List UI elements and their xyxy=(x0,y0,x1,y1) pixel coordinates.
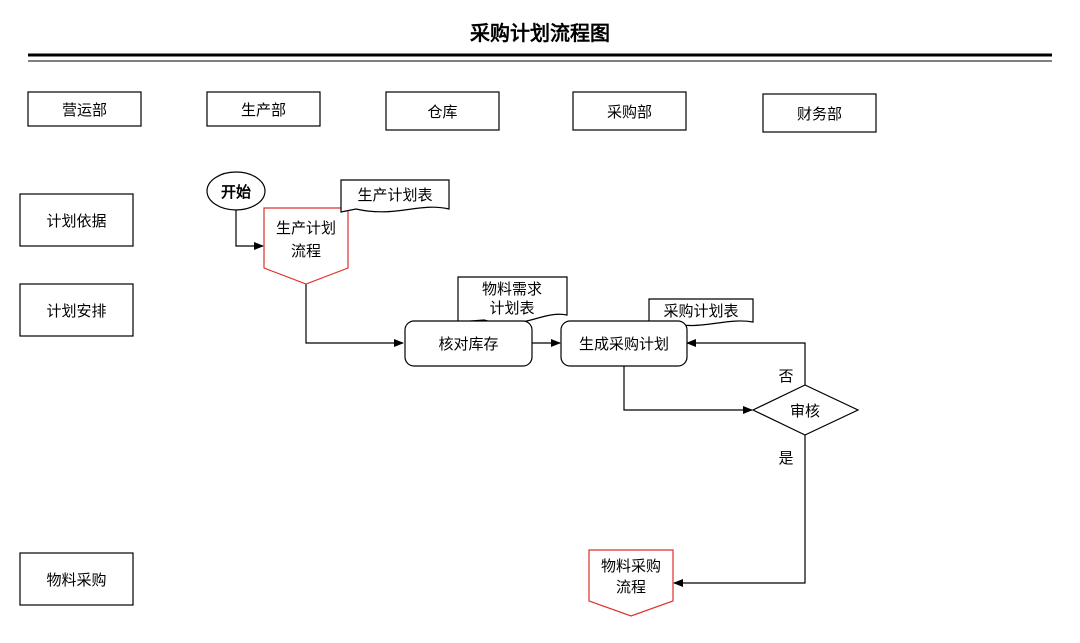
production-plan-document: 生产计划表 xyxy=(340,179,450,213)
connector-review-rejected xyxy=(686,339,806,385)
svg-text:生产计划表: 生产计划表 xyxy=(357,186,432,204)
stage-label-plan-basis: 计划依据 xyxy=(19,193,134,247)
svg-text:审核: 审核 xyxy=(790,402,820,420)
svg-text:采购部: 采购部 xyxy=(607,103,652,121)
edge-label-yes: 是 xyxy=(778,449,793,467)
connector-start-to-production-process xyxy=(235,210,264,250)
material-purchase-process-node: 物料采购 流程 xyxy=(588,549,674,617)
connector-production-to-check-inventory xyxy=(305,283,404,347)
svg-text:物料采购: 物料采购 xyxy=(46,571,106,589)
edge-label-no: 否 xyxy=(778,367,793,385)
svg-text:物料需求: 物料需求 xyxy=(482,280,542,298)
department-header-purchasing: 采购部 xyxy=(572,91,687,131)
svg-text:生成采购计划: 生成采购计划 xyxy=(579,335,669,353)
connector-review-approved xyxy=(673,435,806,587)
svg-text:流程: 流程 xyxy=(616,578,646,596)
svg-text:物料采购: 物料采购 xyxy=(601,557,661,575)
stage-label-material-purchase: 物料采购 xyxy=(19,552,134,606)
department-header-finance: 财务部 xyxy=(762,93,877,133)
svg-text:仓库: 仓库 xyxy=(427,103,457,121)
svg-text:生产计划: 生产计划 xyxy=(276,219,336,237)
purchase-plan-document: 采购计划表 xyxy=(648,298,754,327)
page-title: 采购计划流程图 xyxy=(470,21,610,45)
department-header-warehouse: 仓库 xyxy=(385,91,500,131)
production-plan-process-node: 生产计划 流程 xyxy=(263,207,349,285)
stage-label-plan-arrangement: 计划安排 xyxy=(19,283,134,337)
svg-text:采购计划表: 采购计划表 xyxy=(663,302,738,320)
review-decision-node: 审核 xyxy=(751,384,860,436)
svg-text:营运部: 营运部 xyxy=(62,101,107,119)
svg-text:流程: 流程 xyxy=(291,242,321,260)
svg-text:财务部: 财务部 xyxy=(797,105,842,123)
svg-text:计划依据: 计划依据 xyxy=(46,212,106,230)
department-header-production: 生产部 xyxy=(206,91,321,127)
svg-text:计划表: 计划表 xyxy=(489,299,534,317)
check-inventory-process: 核对库存 xyxy=(404,320,533,367)
connector-generate-to-review xyxy=(623,366,753,414)
svg-text:计划安排: 计划安排 xyxy=(46,302,106,320)
svg-text:生产部: 生产部 xyxy=(241,101,286,119)
generate-purchase-plan-process: 生成采购计划 xyxy=(560,320,688,367)
start-node: 开始 xyxy=(206,171,266,211)
department-header-operations: 营运部 xyxy=(27,91,142,127)
svg-text:开始: 开始 xyxy=(221,183,251,201)
svg-text:核对库存: 核对库存 xyxy=(438,335,498,353)
material-demand-plan-document: 物料需求 计划表 xyxy=(457,276,568,325)
